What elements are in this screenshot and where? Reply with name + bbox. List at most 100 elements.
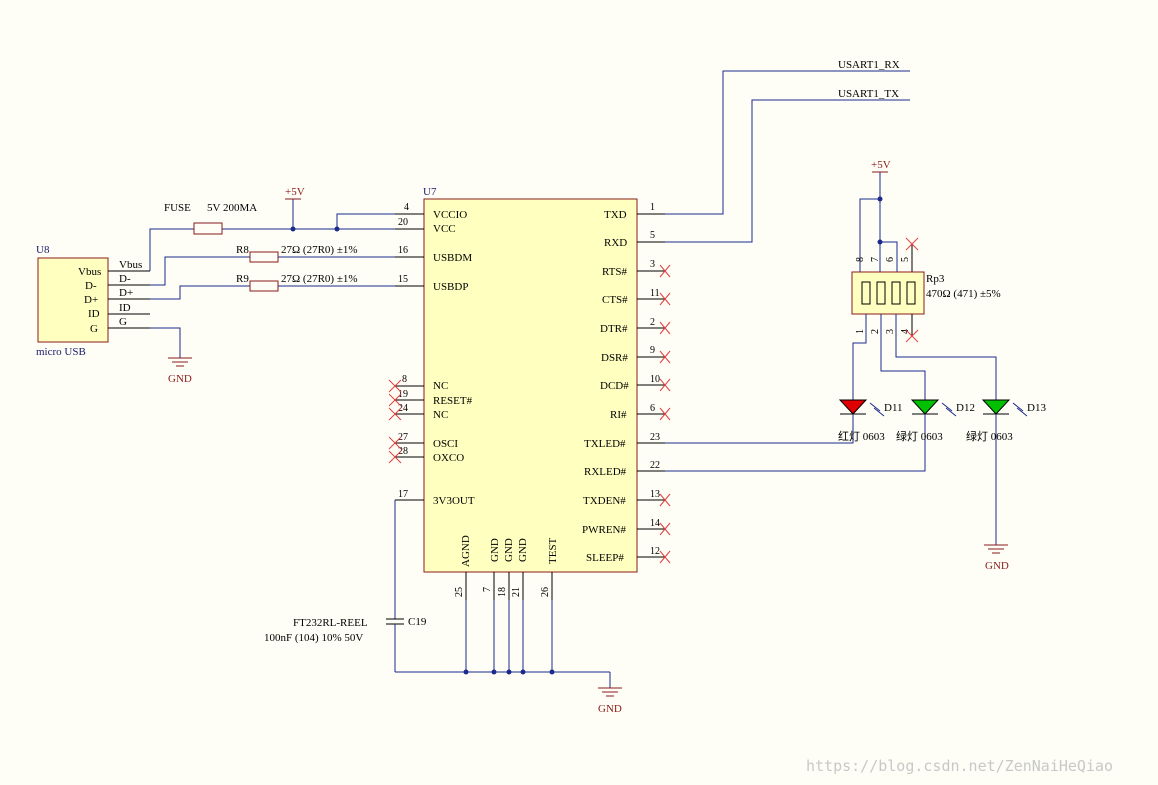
- fuse-label: FUSE: [164, 202, 191, 214]
- u7-pin-pwren: PWREN#: [582, 524, 627, 536]
- u8-connector: U8 Vbus D- D+ ID G micro USB Vbus D- D+ …: [36, 244, 150, 358]
- u7-pin-num-4: 4: [404, 202, 409, 213]
- u8-net-dp: D+: [119, 287, 133, 299]
- u7-pin-num-13: 13: [650, 489, 660, 500]
- u7-pin-num-5: 5: [650, 230, 655, 241]
- u7-pin-nc2: NC: [433, 409, 448, 421]
- u7-pin-gnd-7: GND: [489, 538, 501, 562]
- u7-pin-reset: RESET#: [433, 395, 473, 407]
- u7-pin-txd: TXD: [604, 209, 627, 221]
- u7-pin-rxd: RXD: [604, 237, 627, 249]
- rp3-pin-4: 4: [900, 329, 911, 334]
- u7-ground-bus: GND: [395, 600, 622, 715]
- u7-pin-osci: OSCI: [433, 438, 458, 450]
- u8-pin-id: ID: [88, 308, 100, 320]
- u7-pin-num-1: 1: [650, 202, 655, 213]
- u7-pin-rxled: RXLED#: [584, 466, 627, 478]
- r8-ref: R8: [236, 244, 249, 256]
- u7-pin-vccio: VCCIO: [433, 209, 467, 221]
- u7-pin-num-18: 18: [497, 587, 508, 597]
- d11-label: 红灯 0603: [838, 430, 885, 443]
- u7-pin-num-24: 24: [398, 403, 408, 414]
- rp3-pin-1: 1: [855, 329, 866, 334]
- rp3-pin-5: 5: [900, 257, 911, 262]
- rp3-pin-3: 3: [885, 329, 896, 334]
- u7-pin-num-25: 25: [454, 587, 465, 597]
- u7-pin-num-7: 7: [482, 587, 493, 592]
- u8-net-dm: D-: [119, 273, 131, 285]
- p5v-label-rp3: +5V: [871, 159, 891, 171]
- u7-pin-sleep: SLEEP#: [586, 552, 624, 564]
- c19-ref: C19: [408, 616, 427, 628]
- u7-pin-test: TEST: [547, 537, 559, 564]
- u7-pin-3v3out: 3V3OUT: [433, 495, 475, 507]
- u7-ref: U7: [423, 186, 437, 198]
- gnd-label-u7: GND: [598, 703, 622, 715]
- u7-left-no-connects: [388, 379, 402, 464]
- u8-name: micro USB: [36, 346, 86, 358]
- rp3-value: 470Ω (471) ±5%: [926, 288, 1001, 300]
- u7-pin-num-21: 21: [511, 587, 522, 597]
- u7-pin-num-15: 15: [398, 274, 408, 285]
- u7-pin-num-23: 23: [650, 432, 660, 443]
- vbus-net: FUSE 5V 200MA +5V: [149, 186, 395, 271]
- net-usart1-rx: USART1_RX: [838, 59, 900, 71]
- fuse-value: 5V 200MA: [207, 202, 257, 214]
- led-d13: D13 绿灯 0603 GND: [966, 399, 1046, 572]
- u7-pin-num-22: 22: [650, 460, 660, 471]
- r8-value: 27Ω (27R0) ±1%: [281, 244, 358, 256]
- r9-value: 27Ω (27R0) ±1%: [281, 273, 358, 285]
- u7-pin-num-10: 10: [650, 374, 660, 385]
- u8-net-id: ID: [119, 302, 131, 314]
- u7-right-no-connects: [659, 264, 671, 564]
- u7-chip: U7 4 VCCIO 20 VCC 16 USBDM 15 USBDP 8 NC…: [388, 186, 671, 600]
- u8-pin-vbus: Vbus: [78, 266, 101, 278]
- d11-ref: D11: [884, 402, 903, 414]
- u7-pin-rts: RTS#: [602, 266, 628, 278]
- u7-pin-vcc: VCC: [433, 223, 456, 235]
- u7-pin-agnd: AGND: [460, 535, 472, 567]
- rp3-pin-6: 6: [885, 257, 896, 262]
- u7-pin-num-3: 3: [650, 259, 655, 270]
- u7-pin-num-19: 19: [398, 389, 408, 400]
- u7-pin-txden: TXDEN#: [583, 495, 626, 507]
- u7-pin-num-9: 9: [650, 345, 655, 356]
- d13-ref: D13: [1027, 402, 1046, 414]
- u8-pin-dp: D+: [84, 294, 98, 306]
- u8-pin-dm: D-: [85, 280, 97, 292]
- u7-pin-txled: TXLED#: [584, 438, 626, 450]
- u7-pin-gnd-21: GND: [517, 538, 529, 562]
- u7-pin-dcd: DCD#: [600, 380, 629, 392]
- d12-label: 绿灯 0603: [896, 429, 943, 443]
- net-usart1-tx: USART1_TX: [838, 88, 899, 100]
- u7-pin-nc1: NC: [433, 380, 448, 392]
- u7-pin-num-16: 16: [398, 245, 408, 256]
- u7-pin-num-2: 2: [650, 317, 655, 328]
- u8-net-g: G: [119, 316, 127, 328]
- u7-pin-num-17: 17: [398, 489, 408, 500]
- u7-pin-num-28: 28: [398, 446, 408, 457]
- u7-part-number: FT232RL-REEL: [293, 617, 368, 629]
- u7-pin-num-12: 12: [650, 546, 660, 557]
- d12-ref: D12: [956, 402, 975, 414]
- u7-pin-num-26: 26: [540, 587, 551, 597]
- c19-value: 100nF (104) 10% 50V: [264, 632, 363, 644]
- rp3-ref: Rp3: [926, 273, 945, 285]
- p5v-label-u7: +5V: [285, 186, 305, 198]
- usart-nets: USART1_RX USART1_TX: [665, 59, 910, 243]
- u7-pin-cts: CTS#: [602, 294, 628, 306]
- d13-label: 绿灯 0603: [966, 429, 1013, 443]
- u7-pin-num-20: 20: [398, 217, 408, 228]
- u7-pin-usbdm: USBDM: [433, 252, 472, 264]
- u7-pin-oxco: OXCO: [433, 452, 464, 464]
- u8-ref: U8: [36, 244, 50, 256]
- gnd-label-u8: GND: [168, 373, 192, 385]
- u7-pin-num-6: 6: [650, 403, 655, 414]
- rp3-pin-2: 2: [870, 329, 881, 334]
- led-d12: D12 绿灯 0603: [665, 399, 975, 472]
- c19-capacitor: C19 FT232RL-REEL 100nF (104) 10% 50V: [264, 500, 427, 672]
- u7-pin-num-14: 14: [650, 518, 660, 529]
- u8-pin-g: G: [90, 323, 98, 335]
